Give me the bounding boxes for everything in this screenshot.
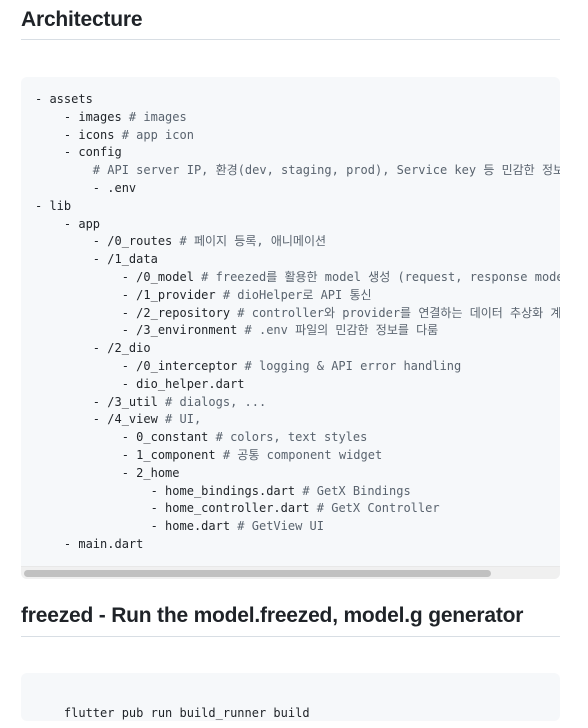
code-line: - /1_provider # dioHelper로 API 통신 <box>35 287 560 305</box>
code-comment: # dialogs, ... <box>165 394 267 409</box>
code-line: - images # images <box>35 109 560 127</box>
code-line: - home.dart # GetView UI <box>35 518 560 536</box>
code-token: - assets <box>35 92 93 106</box>
architecture-heading: Architecture <box>21 8 143 31</box>
code-comment: # dioHelper로 API 통신 <box>222 287 372 302</box>
code-line: - /3_util # dialogs, ... <box>35 394 560 412</box>
code-comment: # GetX Bindings <box>302 483 411 498</box>
code-token: - /0_routes <box>35 234 180 249</box>
code-comment: # images <box>128 109 187 124</box>
code-token: - .env <box>35 180 137 195</box>
code-token: - icons <box>35 127 122 142</box>
code-line: - 0_constant # colors, text styles <box>35 429 560 447</box>
code-comment: # .env 파일의 민감한 정보를 다룸 <box>244 323 439 338</box>
code-token: - lib <box>35 198 72 213</box>
scrollbar-thumb[interactable] <box>24 570 491 577</box>
code-token: - /1_provider <box>35 287 223 302</box>
code-token: - /1_data <box>35 252 158 267</box>
code-token: - /3_environment <box>35 323 245 338</box>
code-comment: # controller와 provider를 연결하는 데이터 추상화 계층 <box>237 305 560 320</box>
code-comment: # API server IP, 환경(dev, staging, prod),… <box>92 163 560 178</box>
code-comment: # logging & API error handling <box>244 358 462 373</box>
code-comment: # colors, text styles <box>215 430 368 445</box>
code-line: - app <box>35 216 560 234</box>
code-token: - /2_dio <box>35 341 151 356</box>
code-line: - /2_repository # controller와 provider를 … <box>35 305 560 323</box>
architecture-code-block[interactable]: - assets - images # images - icons # app… <box>21 77 560 579</box>
code-line: - /0_model # freezed를 활용한 model 생성 (requ… <box>35 269 560 287</box>
code-line: - config <box>35 144 560 162</box>
architecture-divider <box>21 39 560 40</box>
code-line: - lib <box>35 198 560 216</box>
code-comment: # 공통 component widget <box>222 447 383 462</box>
code-token <box>35 163 93 177</box>
code-token: - /2_repository <box>35 305 238 320</box>
code-line: - dio_helper.dart <box>35 376 560 394</box>
code-comment: # GetX Controller <box>316 501 440 516</box>
code-comment: # UI, <box>165 412 202 427</box>
code-token: - home.dart <box>35 519 238 534</box>
code-comment: # app icon <box>121 127 194 142</box>
freezed-heading: freezed - Run the model.freezed, model.g… <box>21 604 524 627</box>
code-line: - /4_view # UI, <box>35 411 560 429</box>
code-line: - icons # app icon <box>35 127 560 145</box>
code-line: - /3_environment # .env 파일의 민감한 정보를 다룸 <box>35 322 560 340</box>
code-token: - images <box>35 109 129 124</box>
code-line: - assets <box>35 91 560 109</box>
code-token: - /4_view <box>35 412 166 427</box>
code-token: - 0_constant <box>35 430 216 445</box>
code-line: - home_controller.dart # GetX Controller <box>35 500 560 518</box>
code-horizontal-scrollbar[interactable] <box>21 566 560 579</box>
code-comment: # freezed를 활용한 model 생성 (request, respon… <box>201 269 560 284</box>
code-line: - 1_component # 공통 component widget <box>35 447 560 465</box>
code-token: - config <box>35 145 122 160</box>
code-token: - home_controller.dart <box>35 501 317 516</box>
code-line: # API server IP, 환경(dev, staging, prod),… <box>35 162 560 180</box>
code-comment: # GetView UI <box>237 519 324 534</box>
code-line: - /0_routes # 페이지 등록, 애니메이션 <box>35 233 560 251</box>
freezed-divider <box>21 636 560 637</box>
code-line: - home_bindings.dart # GetX Bindings <box>35 483 560 501</box>
architecture-code: - assets - images # images - icons # app… <box>35 91 560 554</box>
code-token: - /0_interceptor <box>35 358 245 373</box>
code-token: - /0_model <box>35 269 202 284</box>
code-line: - 2_home <box>35 465 560 483</box>
command-text: flutter pub run build_runner build <box>63 705 310 720</box>
build-runner-command: flutter pub run build_runner build <box>35 687 310 721</box>
code-token: - /3_util <box>35 394 166 409</box>
code-line: - main.dart <box>35 536 560 554</box>
code-token: - dio_helper.dart <box>35 376 245 391</box>
code-token: - app <box>35 216 101 231</box>
freezed-code-block[interactable]: flutter pub run build_runner build <box>21 673 560 721</box>
code-line: - .env <box>35 180 560 198</box>
code-token: - 2_home <box>35 465 180 480</box>
code-comment: # 페이지 등록, 애니메이션 <box>179 234 327 249</box>
code-line: - /2_dio <box>35 340 560 358</box>
code-line: - /0_interceptor # logging & API error h… <box>35 358 560 376</box>
code-token: - 1_component <box>35 447 223 462</box>
code-token: - main.dart <box>35 536 144 551</box>
code-token: - home_bindings.dart <box>35 483 303 498</box>
code-line: - /1_data <box>35 251 560 269</box>
